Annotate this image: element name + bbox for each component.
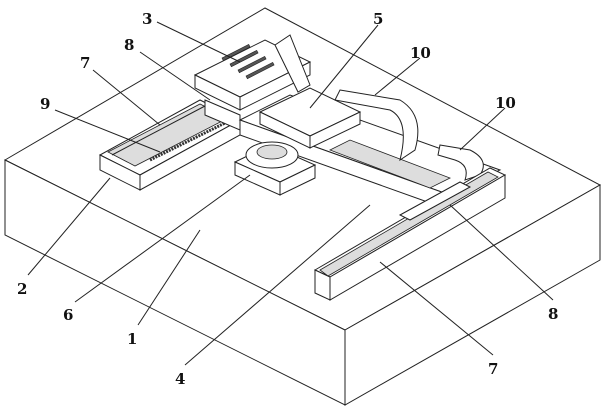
label-7-top: 7 [80,54,90,72]
label-10-top: 10 [410,44,431,62]
label-8-top: 8 [124,36,134,54]
label-7-bottom: 7 [488,360,498,378]
label-6: 6 [63,306,73,324]
label-8-bottom: 8 [548,305,558,323]
cable-chains [334,89,484,181]
leader-lines [27,21,554,366]
rotary-stage [233,141,317,196]
label-5: 5 [373,10,383,28]
label-10-right: 10 [495,94,516,112]
left-guide-rail [98,99,242,191]
label-9: 9 [40,95,50,113]
label-2: 2 [17,280,27,298]
label-3: 3 [142,10,152,28]
label-1: 1 [127,330,137,348]
label-4: 4 [175,370,185,388]
y-slider-carriage [193,34,312,131]
linear-scale [149,116,236,162]
right-guide-rail [313,167,507,301]
